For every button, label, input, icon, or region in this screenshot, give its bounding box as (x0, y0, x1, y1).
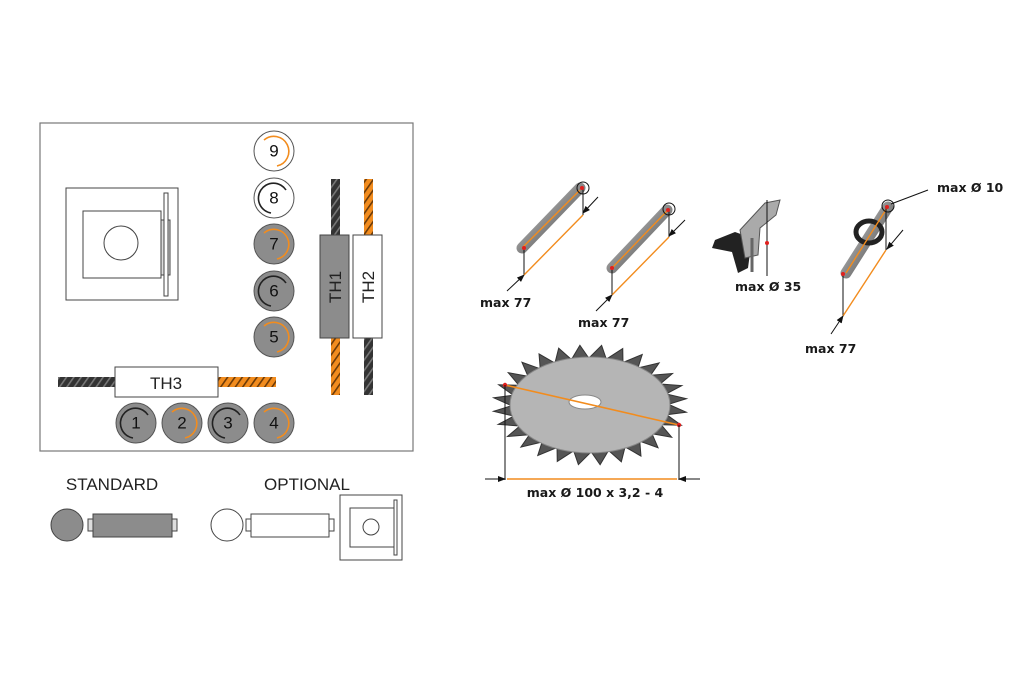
optional-saw-unit-icon (339, 494, 403, 561)
roller-5: 5 (253, 316, 295, 358)
roller-8: 8 (253, 177, 295, 219)
rotation-cw-arrow-icon (211, 407, 241, 439)
roller-number: 4 (269, 414, 278, 433)
saw-dimension-label: max Ø 100 x 3,2 - 4 (527, 485, 664, 500)
rotation-ccw-arrow-icon (263, 228, 290, 260)
tool3-diameter-label: max Ø 35 (735, 279, 801, 294)
drill-bit-4-countersink: max Ø 10 max 77 (805, 180, 1004, 356)
rotation-ccw-arrow-icon (263, 321, 290, 353)
th1-label: TH1 (326, 271, 345, 303)
th2-head: TH2 (352, 179, 383, 395)
saw-tooth (491, 405, 513, 417)
th2-label: TH2 (359, 271, 378, 303)
drill4-diameter-label: max Ø 10 (937, 180, 1004, 195)
drill4-length-label: max 77 (805, 341, 856, 356)
drill1-length-label: max 77 (480, 295, 531, 310)
optional-roller-icon (210, 508, 244, 542)
roller-9: 9 (253, 130, 295, 172)
optional-head-icon (245, 513, 335, 538)
roller-2: 2 (161, 402, 203, 444)
saw-unit (65, 187, 179, 301)
rotation-ccw-arrow-icon (263, 407, 290, 439)
roller-number: 8 (269, 189, 278, 208)
roller-7: 7 (253, 223, 295, 265)
rotation-cw-arrow-icon (257, 182, 287, 214)
saw-tooth (571, 344, 589, 359)
roller-number: 1 (131, 414, 140, 433)
legend-optional-label: OPTIONAL (264, 475, 350, 494)
rotation-ccw-arrow-icon (263, 135, 290, 167)
th3-label: TH3 (150, 374, 182, 393)
th1-head: TH1 (319, 179, 350, 395)
standard-roller-icon (50, 508, 84, 542)
roller-number: 5 (269, 328, 278, 347)
roller-number: 2 (177, 414, 186, 433)
roller-number: 6 (269, 282, 278, 301)
roller-group: 9 8 7 6 5 1 2 3 4 (115, 130, 295, 444)
saw-tooth (667, 404, 689, 416)
saw-tooth (591, 451, 609, 466)
hinge-cutter: max Ø 35 (712, 199, 801, 294)
rotation-ccw-arrow-icon (171, 407, 198, 439)
drill2-length-label: max 77 (578, 315, 629, 330)
drill-bit-1: max 77 (480, 181, 599, 310)
saw-tooth (573, 451, 592, 466)
roller-6: 6 (253, 270, 295, 312)
roller-number: 9 (269, 142, 278, 161)
rotation-cw-arrow-icon (257, 275, 287, 307)
roller-number: 7 (269, 235, 278, 254)
rotation-cw-arrow-icon (119, 407, 149, 439)
saw-tooth (667, 393, 689, 405)
th3-head: TH3 (58, 366, 276, 398)
standard-head-icon (87, 513, 178, 538)
saw-tooth (588, 344, 607, 359)
saw-blade: max Ø 100 x 3,2 - 4 (485, 344, 700, 500)
saw-tooth (491, 394, 513, 406)
roller-3: 3 (207, 402, 249, 444)
legend-standard-label: STANDARD (66, 475, 158, 494)
roller-number: 3 (223, 414, 232, 433)
roller-1: 1 (115, 402, 157, 444)
roller-4: 4 (253, 402, 295, 444)
drill-bit-2: max 77 (578, 202, 686, 330)
